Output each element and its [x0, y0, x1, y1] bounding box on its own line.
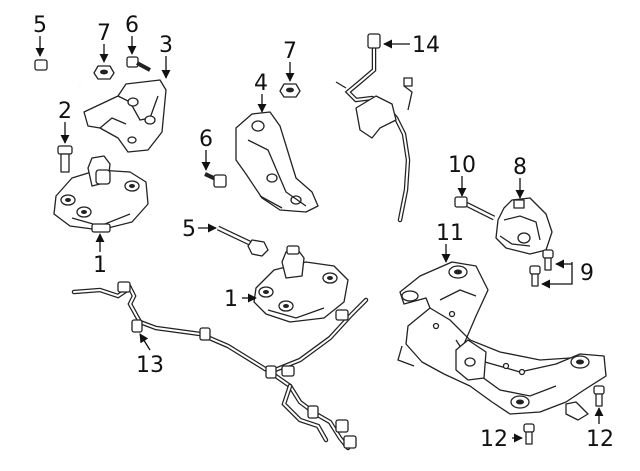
callout-8: 8 — [513, 155, 527, 180]
bracket-3 — [83, 79, 167, 153]
bolt-2 — [57, 145, 73, 173]
callout-5-middle: 5 — [182, 217, 196, 242]
callout-12-bottom: 12 — [480, 427, 508, 452]
callout-1-center: 1 — [224, 287, 238, 312]
bolt-5-top — [34, 59, 81, 88]
bolt-10 — [454, 196, 496, 221]
engine-mount-1-center — [253, 245, 349, 323]
callout-12-right: 12 — [586, 427, 614, 452]
bolt-9-upper — [542, 249, 554, 271]
callout-10: 10 — [448, 153, 476, 178]
callout-7-left: 7 — [97, 21, 111, 46]
callout-6-top: 6 — [125, 13, 139, 38]
callout-2: 2 — [58, 99, 72, 124]
nut-7-left — [93, 65, 115, 80]
bracket-4 — [235, 111, 319, 213]
engine-mount-1-left — [53, 155, 149, 233]
callout-13: 13 — [136, 353, 164, 378]
callout-1-left: 1 — [93, 253, 107, 278]
stud-6-top — [126, 56, 151, 72]
bolt-5-middle — [216, 225, 269, 257]
subframe-11 — [397, 261, 607, 421]
bolt-9-lower — [529, 265, 541, 287]
hose-14 — [335, 33, 413, 223]
callout-3: 3 — [159, 33, 173, 58]
callout-7-right: 7 — [283, 39, 297, 64]
callout-9: 9 — [580, 261, 594, 286]
bolt-12-right — [593, 385, 605, 407]
harness-13 — [71, 281, 369, 451]
transmission-mount-8 — [495, 197, 553, 255]
nut-7-right — [279, 83, 301, 98]
leader-lines — [35, 36, 604, 443]
callout-6-middle: 6 — [199, 127, 213, 152]
callout-14: 14 — [412, 33, 440, 58]
callout-4: 4 — [254, 71, 268, 96]
bolt-12-bottom — [523, 423, 535, 445]
callouts: 5 7 6 3 2 1 7 4 6 5 1 14 10 8 11 9 13 12… — [33, 13, 614, 452]
callout-11: 11 — [436, 221, 464, 246]
stud-6-middle — [204, 172, 227, 188]
callout-5-top: 5 — [33, 13, 47, 38]
